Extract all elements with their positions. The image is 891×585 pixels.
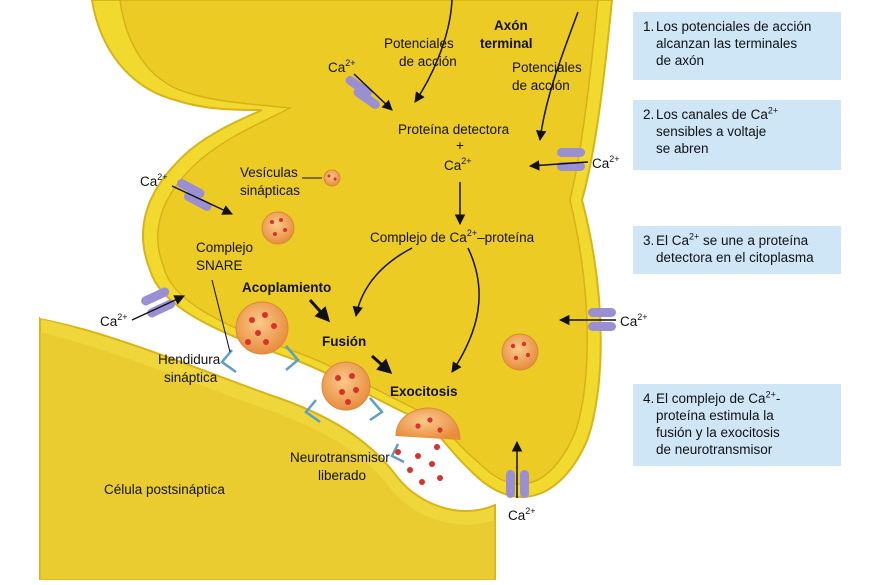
label-potenciales-right-1: Potenciales (512, 60, 582, 75)
vesicle-small (323, 169, 341, 187)
label-complejo-ca-proteina: Complejo de Ca2+–proteína (370, 228, 535, 245)
label-vesiculas-1: Vesículas (240, 165, 298, 180)
arrow-docking-to-fusion (308, 298, 331, 323)
synaptic-cleft (40, 306, 495, 506)
label-exocitosis: Exocitosis (390, 384, 458, 399)
label-ca-left-upper: Ca2+ (140, 172, 168, 189)
vesicle-right (501, 333, 539, 371)
arrow-fusion-to-exocytosis (371, 354, 393, 374)
label-ca-detector: Ca2+ (444, 156, 472, 173)
label-complejo-snare-1: Complejo (196, 240, 253, 255)
label-vesiculas-2: sinápticas (240, 183, 300, 198)
released-neurotransmitter (395, 444, 443, 485)
ca-arrow-left-upper (171, 185, 233, 215)
label-plus: + (456, 138, 464, 153)
ca-channel-bottom (506, 470, 529, 498)
action-potential-arrow-right (535, 11, 579, 142)
step-box-2: 2. Los canales de Ca2+ sensibles a volta… (633, 100, 841, 170)
label-fusion: Fusión (322, 334, 366, 349)
step-box-4: 4. El complejo de Ca2+- proteína estimul… (633, 384, 841, 466)
vesicle-fusing (321, 361, 371, 411)
action-potential-arrow-left (414, 0, 453, 103)
label-ca-top: Ca2+ (328, 58, 356, 75)
label-ca-right-upper: Ca2+ (592, 154, 620, 171)
label-terminal: terminal (480, 36, 533, 51)
axon-terminal-inner (119, 0, 599, 485)
ca-channel-left-upper (176, 179, 212, 211)
vesicle-exocytosis (395, 407, 461, 441)
postsynaptic-shade (40, 332, 495, 580)
label-hendidura-1: Hendidura (158, 352, 221, 367)
label-complejo-snare-2: SNARE (196, 258, 243, 273)
ca-channel-right-lower (588, 308, 616, 331)
vesicle-docked (235, 301, 289, 355)
step-box-3: 3. El Ca2+ se une a proteína detectora e… (633, 226, 841, 274)
label-potenciales-left-1: Potenciales (384, 36, 454, 51)
label-ca-right-lower: Ca2+ (620, 312, 648, 329)
label-celula-postsinaptica: Célula postsináptica (104, 482, 225, 497)
label-hendidura-2: sináptica (164, 370, 218, 385)
ca-arrow-top (353, 73, 393, 111)
ca-arrow-left-lower (131, 295, 185, 321)
label-neurotransmisor-2: liberado (318, 468, 366, 483)
label-axon: Axón (494, 18, 528, 33)
snare-complexes (220, 345, 405, 464)
label-ca-bottom: Ca2+ (508, 506, 536, 523)
label-potenciales-left-2: de acción (399, 54, 457, 69)
label-acoplamiento: Acoplamiento (242, 280, 331, 295)
ca-channel-top (345, 75, 380, 109)
arrow-complex-to-exocytosis (451, 247, 480, 373)
ca-arrow-right-upper (528, 160, 589, 171)
label-potenciales-right-2: de acción (512, 78, 570, 93)
vesicle-1 (261, 211, 295, 245)
label-ca-left-lower: Ca2+ (100, 312, 128, 329)
arrow-complex-to-fusion (352, 247, 413, 318)
step-box-1: 1. Los potenciales de acción alcanzan la… (633, 12, 841, 80)
label-neurotransmisor-1: Neurotransmisor (290, 450, 390, 465)
snare-label-line (211, 279, 231, 353)
label-proteina-detectora: Proteína detectora (398, 122, 510, 137)
